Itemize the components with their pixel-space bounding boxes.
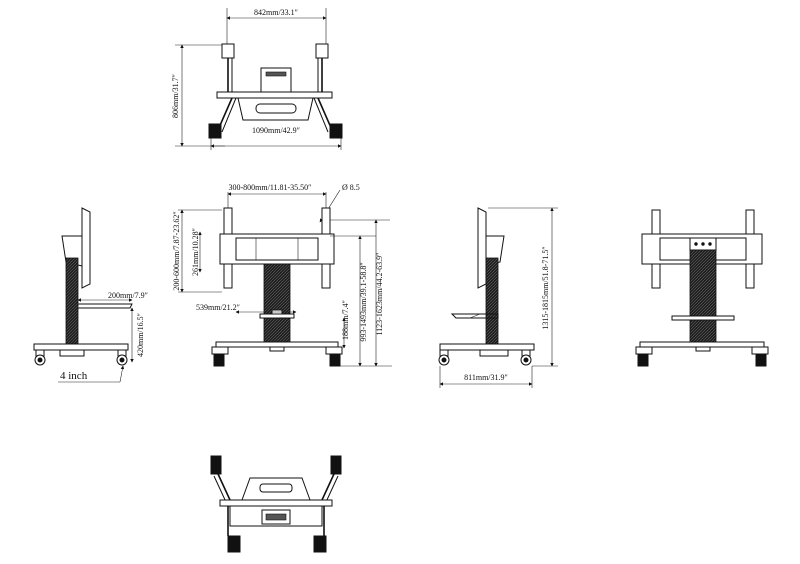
dim-caster: 4 inch: [60, 370, 88, 382]
dim-hole-diameter: Ø 8.5: [342, 183, 360, 192]
top-view: 842mm/33.1″ 806mm/31.7″ 1090mm/42.9″: [171, 8, 343, 150]
dim-range-1: 993-1493mm/39.1-58.8″: [359, 262, 368, 341]
front-view: 300-800mm/11.81-35.50″ Ø 8.5 200-600mm/7…: [172, 183, 392, 367]
left-side-view: 200mm/7.9″ 420mm/16.5″ 4 inch: [33, 207, 148, 383]
dim-total-height: 1315-1815mm/51.8-71.5″: [541, 246, 550, 329]
back-view: [635, 209, 769, 367]
dim-vesa-width: 300-800mm/11.81-35.50″: [228, 183, 311, 192]
right-side-view: 811mm/31.9″ 1315-1815mm/51.8-71.5″: [438, 207, 558, 388]
dim-top-width: 842mm/33.1″: [254, 8, 298, 17]
dim-column-width: 539mm/21.2″: [196, 303, 240, 312]
dim-vesa-height: 200-600mm/7.87-23.62″: [172, 211, 181, 290]
bottom-view: [210, 455, 342, 553]
dim-shelf-height: 188mm/7.4″: [341, 300, 350, 340]
dim-shelf-level: 420mm/16.5″: [136, 313, 145, 357]
dim-range-2: 1123-1623mm/44.2-63.9″: [375, 252, 384, 335]
dim-bracket-height: 261mm/10.28″: [191, 228, 200, 276]
dim-shelf-depth: 200mm/7.9″: [108, 291, 148, 300]
dim-top-depth: 806mm/31.7″: [171, 74, 180, 118]
dim-top-base: 1090mm/42.9″: [252, 126, 300, 135]
dim-side-depth: 811mm/31.9″: [464, 373, 508, 382]
